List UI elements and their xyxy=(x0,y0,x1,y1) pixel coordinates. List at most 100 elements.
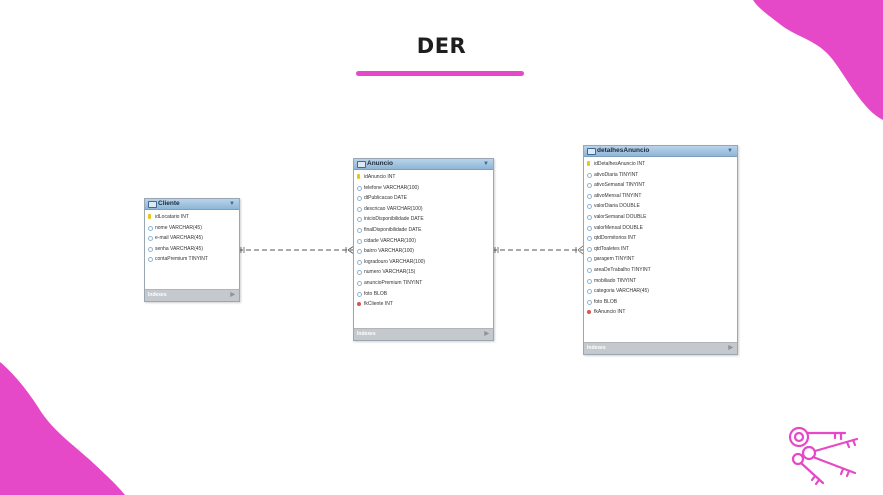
primary-key-icon xyxy=(148,214,151,219)
column-text: areaDeTrabalho TINYINT xyxy=(594,266,651,273)
column-row[interactable]: valorMensal DOUBLE xyxy=(584,223,737,234)
column-row[interactable]: ativoDiaria TINYINT xyxy=(584,170,737,181)
table-name: Anuncio xyxy=(367,160,393,167)
indexes-label: Indexes xyxy=(148,292,167,298)
column-text: anuncioPremium TINYINT xyxy=(364,279,423,286)
column-icon xyxy=(148,246,153,252)
column-text: valorDiaria DOUBLE xyxy=(594,203,640,210)
column-row[interactable]: nome VARCHAR(45) xyxy=(145,223,239,234)
column-row[interactable]: idDetalhesAnuncio INT xyxy=(584,159,737,170)
foreign-key-icon xyxy=(357,302,361,307)
column-row[interactable]: fkAnuncio INT xyxy=(584,307,737,318)
column-row[interactable]: finalDisponibilidade DATE xyxy=(354,225,493,236)
indexes-label: Indexes xyxy=(357,331,376,337)
column-row[interactable]: garagem TINYINT xyxy=(584,254,737,265)
table-name: detalhesAnuncio xyxy=(597,147,650,154)
expand-arrow-icon[interactable]: ▶ xyxy=(728,345,733,351)
table-header[interactable]: detalhesAnuncio ▼ xyxy=(584,146,737,157)
column-text: qtdDormitorios INT xyxy=(594,235,636,242)
column-row[interactable]: dtPublicacao DATE xyxy=(354,193,493,204)
collapse-arrow-icon[interactable]: ▼ xyxy=(229,201,235,207)
column-icon xyxy=(357,196,362,202)
column-icon xyxy=(587,267,592,273)
column-text: logradouro VARCHAR(100) xyxy=(364,258,426,265)
column-text: bairro VARCHAR(100) xyxy=(364,248,414,255)
collapse-arrow-icon[interactable]: ▼ xyxy=(483,161,489,167)
table-icon xyxy=(587,148,596,155)
collapse-arrow-icon[interactable]: ▼ xyxy=(727,148,733,154)
column-text: numero VARCHAR(15) xyxy=(364,269,416,276)
primary-key-icon xyxy=(357,174,360,179)
column-text: nome VARCHAR(45) xyxy=(155,224,202,231)
column-row[interactable]: idLocatario INT xyxy=(145,212,239,223)
indexes-section[interactable]: Indexes ▶ xyxy=(584,342,737,354)
expand-arrow-icon[interactable]: ▶ xyxy=(484,331,489,337)
column-icon xyxy=(587,257,592,263)
column-row[interactable]: telefone VARCHAR(100) xyxy=(354,183,493,194)
column-icon xyxy=(587,193,592,199)
column-row[interactable]: ativoMensal TINYINT xyxy=(584,191,737,202)
column-text: categoria VARCHAR(45) xyxy=(594,288,649,295)
column-row[interactable]: qtdToaletes INT xyxy=(584,244,737,255)
column-icon xyxy=(148,257,153,263)
column-icon xyxy=(148,236,153,242)
column-text: fkAnuncio INT xyxy=(594,309,626,316)
expand-arrow-icon[interactable]: ▶ xyxy=(230,292,235,298)
column-row[interactable]: descricao VARCHAR(100) xyxy=(354,204,493,215)
column-icon xyxy=(148,225,153,231)
column-icon xyxy=(357,185,362,191)
column-row[interactable]: senha VARCHAR(45) xyxy=(145,244,239,255)
table-detalhes-anuncio[interactable]: detalhesAnuncio ▼ idDetalhesAnuncio INT a… xyxy=(583,145,738,355)
indexes-section[interactable]: Indexes ▶ xyxy=(354,328,493,340)
column-text: cidade VARCHAR(100) xyxy=(364,237,416,244)
column-row[interactable]: fkCliente INT xyxy=(354,299,493,310)
column-icon xyxy=(357,238,362,244)
table-header[interactable]: Anuncio ▼ xyxy=(354,159,493,170)
column-row[interactable]: numero VARCHAR(15) xyxy=(354,267,493,278)
column-row[interactable]: e-mail VARCHAR(45) xyxy=(145,233,239,244)
column-row[interactable]: valorSemanal DOUBLE xyxy=(584,212,737,223)
column-icon xyxy=(357,259,362,265)
column-icon xyxy=(587,214,592,220)
column-text: dtPublicacao DATE xyxy=(364,195,407,202)
table-header[interactable]: Cliente ▼ xyxy=(145,199,239,210)
column-row[interactable]: contaPremium TINYINT xyxy=(145,254,239,265)
column-icon xyxy=(587,236,592,242)
column-row[interactable]: foto BLOB xyxy=(354,289,493,300)
indexes-section[interactable]: Indexes ▶ xyxy=(145,289,239,301)
column-row[interactable]: areaDeTrabalho TINYINT xyxy=(584,265,737,276)
indexes-label: Indexes xyxy=(587,345,606,351)
column-row[interactable]: ativoSemanal TINYINT xyxy=(584,180,737,191)
column-icon xyxy=(587,225,592,231)
title-underline xyxy=(356,71,524,76)
column-icon xyxy=(357,206,362,212)
column-icon xyxy=(357,280,362,286)
column-row[interactable]: bairro VARCHAR(100) xyxy=(354,246,493,257)
column-text: inicioDisponibilidade DATE xyxy=(364,216,424,223)
foreign-key-icon xyxy=(587,310,591,315)
column-row[interactable]: valorDiaria DOUBLE xyxy=(584,201,737,212)
column-row[interactable]: foto BLOB xyxy=(584,297,737,308)
column-row[interactable]: categoria VARCHAR(45) xyxy=(584,286,737,297)
column-row[interactable]: idAnuncio INT xyxy=(354,172,493,183)
column-row[interactable]: logradouro VARCHAR(100) xyxy=(354,257,493,268)
column-row[interactable]: inicioDisponibilidade DATE xyxy=(354,214,493,225)
column-row[interactable]: cidade VARCHAR(100) xyxy=(354,236,493,247)
column-text: garagem TINYINT xyxy=(594,256,635,263)
column-text: qtdToaletes INT xyxy=(594,245,630,252)
column-text: ativoDiaria TINYINT xyxy=(594,171,639,178)
column-text: idDetalhesAnuncio INT xyxy=(594,161,646,167)
relationship-anuncio-detalhes xyxy=(492,245,584,255)
column-row[interactable]: qtdDormitorios INT xyxy=(584,233,737,244)
column-icon xyxy=(587,278,592,284)
page-title: DER xyxy=(416,34,467,58)
column-text: descricao VARCHAR(100) xyxy=(364,205,423,212)
column-icon xyxy=(587,289,592,295)
column-icon xyxy=(587,183,592,189)
column-row[interactable]: mobiliado TINYINT xyxy=(584,276,737,287)
column-row[interactable]: anuncioPremium TINYINT xyxy=(354,278,493,289)
